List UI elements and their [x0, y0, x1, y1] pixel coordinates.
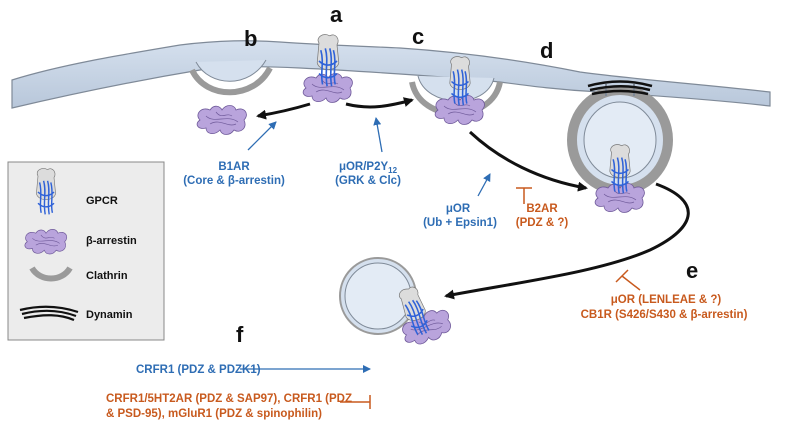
- label-muor-p2y-subscript: 12: [388, 166, 397, 175]
- legend-clathrin: Clathrin: [86, 270, 128, 282]
- label-muor-c-sub: (Ub + Epsin1): [423, 217, 497, 229]
- panel-letter-a: a: [330, 2, 343, 27]
- label-muor-p2y-sub: (GRK & Clc): [335, 175, 401, 187]
- legend-arrestin: β-arrestin: [86, 235, 137, 247]
- label-crfr1-f2-line1: CRFR1/5HT2AR (PDZ & SAP97), CRFR1 (PDZ: [106, 393, 352, 405]
- label-muor-c: μOR: [446, 203, 471, 215]
- label-b2ar-sub: (PDZ & ?): [516, 217, 569, 229]
- budding-vesicle-d: [567, 80, 673, 195]
- label-crfr1-f: CRFR1 (PDZ & PDZK1): [136, 364, 261, 376]
- label-b1ar-sub: (Core & β-arrestin): [183, 175, 285, 187]
- plasma-membrane: [11, 40, 771, 109]
- legend-box: [7, 161, 165, 341]
- panel-letter-b: b: [244, 26, 257, 51]
- regulatory-arrows: [240, 117, 491, 373]
- label-muor-p2y: μOR/P2Y12: [339, 161, 398, 175]
- label-muor-e: μOR (LENLEAE & ?): [611, 294, 722, 306]
- receptor-complex-b: [196, 105, 247, 135]
- panel-letter-d: d: [540, 38, 553, 63]
- endosome: [339, 257, 417, 335]
- pathway-arrows: [256, 97, 690, 300]
- legend-clathrin-icon: [29, 266, 73, 282]
- clathrin-pit-b: [189, 59, 273, 96]
- dynamin-ring: [587, 80, 653, 96]
- label-b1ar: B1AR: [218, 161, 250, 173]
- legend-dynamin-icon: [19, 305, 79, 322]
- label-cb1r-e: CB1R (S426/S430 & β-arrestin): [581, 309, 748, 321]
- label-b2ar: B2AR: [526, 203, 558, 215]
- inhibition-bars: [340, 187, 641, 409]
- panel-letter-f: f: [236, 322, 244, 347]
- panel-letter-c: c: [412, 24, 424, 49]
- label-crfr1-f2-line2: & PSD-95), mGluR1 (PDZ & spinophilin): [106, 408, 322, 420]
- legend-gpcr: GPCR: [86, 195, 118, 207]
- panel-letter-e: e: [686, 258, 698, 283]
- legend: GPCR β-arrestin Clathrin Dynamin: [7, 161, 165, 341]
- legend-dynamin: Dynamin: [86, 309, 133, 321]
